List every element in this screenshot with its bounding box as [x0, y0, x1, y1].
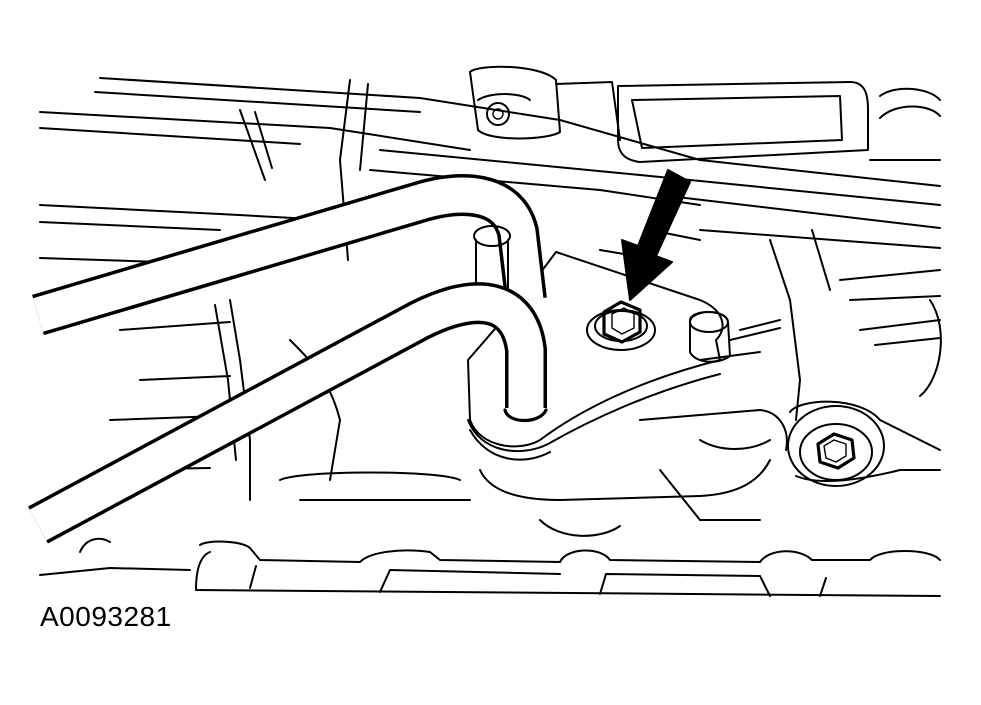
arrow-pointer-icon: [621, 169, 691, 301]
tube-bracket-plate: [467, 251, 724, 461]
locating-pin: [689, 311, 781, 363]
side-bolt-lever: [787, 400, 941, 487]
hex-bolt-icon: [586, 300, 656, 351]
figure-identifier: A0093281: [40, 601, 172, 632]
transmission-housing: [39, 65, 942, 597]
cooler-line-lower: [28, 282, 548, 544]
